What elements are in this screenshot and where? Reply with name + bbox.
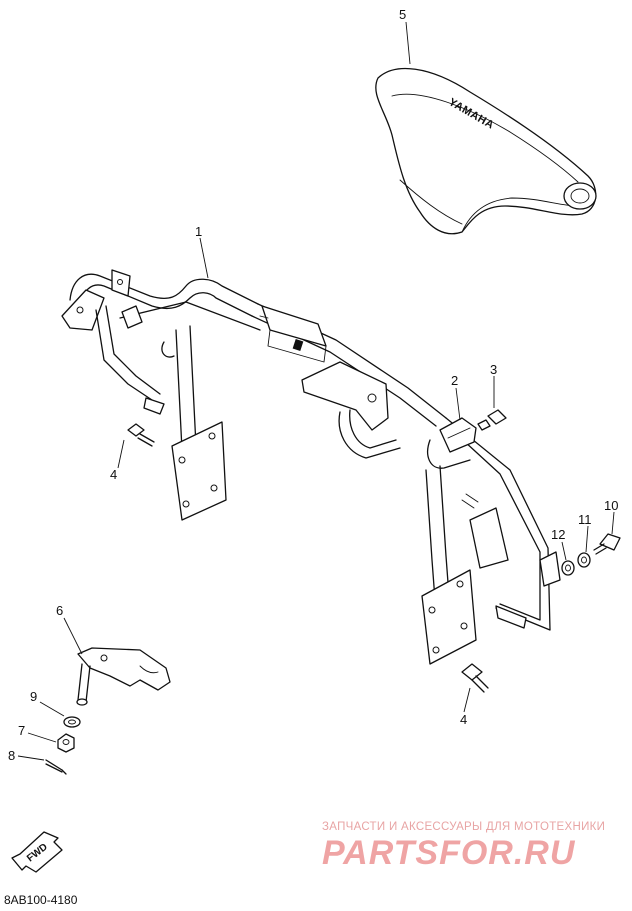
- diagram-part-code: 8AB100-4180: [4, 893, 78, 907]
- flange-bolt-right-part: [461, 663, 489, 693]
- callout-7: 7: [18, 723, 25, 738]
- headlight-stay-frame-part: [61, 269, 561, 665]
- callout-4-left: 4: [110, 467, 117, 482]
- bolt-10-part: [593, 533, 621, 555]
- bolt-part: [477, 409, 507, 431]
- flange-bolt-left-part: [127, 423, 155, 447]
- watermark-tagline: ЗАПЧАСТИ И АКСЕССУАРЫ ДЛЯ МОТОТЕХНИКИ: [322, 821, 605, 833]
- callout-9: 9: [30, 689, 37, 704]
- spacer-12-part: [561, 560, 575, 576]
- watermark: ЗАПЧАСТИ И АКСЕССУАРЫ ДЛЯ МОТОТЕХНИКИ PA…: [322, 821, 605, 872]
- callout-2: 2: [451, 373, 458, 388]
- forward-direction-marker: FWD: [11, 831, 63, 873]
- washer-11-part: [577, 552, 591, 568]
- callout-5: 5: [399, 7, 406, 22]
- callout-numbers: 5 1 2 3 4 10 11 12 6 9 7 8 4: [8, 7, 618, 763]
- callout-3: 3: [490, 362, 497, 377]
- watermark-brand: PARTSFOR.RU: [322, 834, 576, 872]
- callout-10: 10: [604, 498, 618, 513]
- fwd-arrow-icon: [11, 857, 23, 871]
- callout-8: 8: [8, 748, 15, 763]
- callout-1: 1: [195, 224, 202, 239]
- nut-7-part: [57, 733, 75, 753]
- callout-11: 11: [578, 512, 592, 527]
- bracket-part: [439, 417, 477, 453]
- handlebar-cover-part: YAMAHA: [375, 67, 597, 235]
- cotter-pin-8-part: [45, 759, 67, 775]
- callout-12: 12: [551, 527, 565, 542]
- washer-9-part: [63, 716, 81, 728]
- stud-stay-part: [76, 647, 171, 706]
- callout-6: 6: [56, 603, 63, 618]
- leader-lines: [17, 21, 615, 761]
- callout-4-right: 4: [460, 712, 467, 727]
